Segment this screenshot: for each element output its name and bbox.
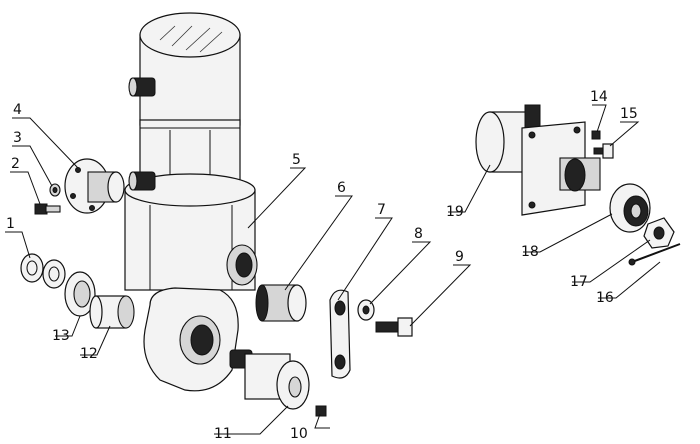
part-6-plug: [255, 284, 307, 322]
label-9: 9: [455, 249, 464, 265]
part-4-flange: [64, 158, 125, 214]
part-13-ring: [64, 271, 96, 317]
part-7-link-plate: [329, 289, 351, 379]
label-12: 12: [80, 346, 98, 362]
part-19-motor: [475, 104, 601, 216]
part-15-bolt: [593, 143, 614, 159]
part-12-sleeve: [89, 295, 135, 329]
label-19: 19: [446, 204, 464, 220]
part-10-nipple: [315, 405, 327, 417]
part-16-pin: [628, 243, 681, 266]
label-5: 5: [292, 152, 301, 168]
label-17: 17: [570, 274, 588, 290]
label-13: 13: [52, 328, 70, 344]
label-16: 16: [596, 290, 614, 306]
label-15: 15: [620, 106, 638, 122]
part-8-washer: [357, 299, 375, 321]
label-3: 3: [13, 130, 22, 146]
label-10: 10: [290, 426, 308, 442]
part-9-bolt: [375, 317, 413, 337]
part-1-nuts: [20, 253, 66, 289]
label-6: 6: [337, 180, 346, 196]
label-8: 8: [414, 226, 423, 242]
label-7: 7: [377, 202, 386, 218]
part-18-nut: [609, 183, 651, 233]
label-1: 1: [6, 216, 15, 232]
callout-labels: 1 2 3 4 5 6 7 8 9 10 11 12 13 14 15 16 1…: [6, 89, 638, 442]
main-body: [124, 12, 258, 392]
label-2: 2: [11, 156, 20, 172]
part-3-washer: [49, 183, 61, 197]
part-17-castle-nut: [643, 217, 675, 249]
label-4: 4: [13, 102, 22, 118]
label-18: 18: [521, 244, 539, 260]
leader-lines: [5, 104, 661, 435]
part-14-nut: [591, 130, 601, 140]
label-11: 11: [214, 426, 232, 442]
label-14: 14: [590, 89, 608, 105]
part-11-shaft: [229, 349, 310, 410]
part-2-bolt: [34, 203, 61, 215]
